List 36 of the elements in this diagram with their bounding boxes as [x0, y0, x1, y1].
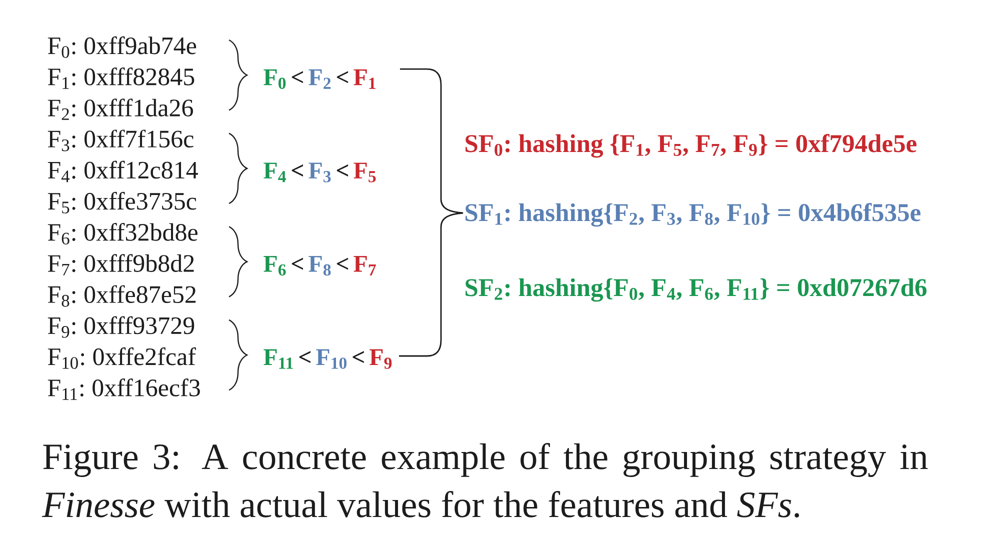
- less-than-sign: <: [292, 71, 303, 84]
- feature-value: F$_{10}$: 0xffe2fcaf: [48, 347, 196, 369]
- feature-value: F$_{7}$: 0xfff9b8d2: [48, 254, 194, 276]
- feature-value: F$_{1}$: 0xfff82845: [48, 68, 194, 89]
- feature-label: F$_{3}$: [308, 162, 331, 182]
- feature-label: F$_{8}$: [308, 256, 331, 276]
- feature-label: F$_{1}$: [354, 69, 376, 89]
- feature-value: F$_{5}$: 0xffe3735c: [48, 192, 196, 214]
- less-than-sign: <: [336, 258, 348, 270]
- feature-label: F$_{5}$: [354, 162, 376, 182]
- feature-value: F$_{11}$: 0xff16ecf3: [48, 378, 200, 400]
- hash-formula: SF$_{1}$: hashing{F$_{2}$, F$_{3}$, F$_{8}$, F$_{10}$} = 0x4b6f535e: [466, 203, 920, 227]
- less-than-sign: <: [336, 71, 348, 84]
- less-than-sign: <: [299, 351, 310, 364]
- feature-value: F$_{9}$: 0xfff93729: [48, 316, 194, 338]
- feature-value: F$_{2}$: 0xfff1da26: [48, 98, 193, 120]
- hash-formula: SF$_{2}$: hashing{F$_{0}$, F$_{4}$, F$_{6}$, F$_{11}$} = 0xd07267d6: [466, 278, 926, 302]
- less-than-sign: <: [352, 351, 364, 364]
- feature-label: F$_{2}$: [308, 69, 331, 89]
- less-than-sign: <: [336, 164, 348, 176]
- hash-formula: SF$_{0}$: hashing {F$_{1}$, F$_{5}$, F$_{7}$, F$_{9}$} = 0xf794de5e: [466, 134, 916, 158]
- figure-caption: Figure 3: A concrete example of the grouping strategy in Finesse with actual values for the features and SFs.: [42, 442, 928, 518]
- feature-label: F$_{10}$: [316, 349, 347, 369]
- feature-value: F$_{0}$: 0xff9ab74e: [48, 36, 196, 58]
- feature-value: F$_{3}$: 0xff7f156c: [48, 130, 194, 152]
- feature-label: F$_{0}$: [264, 69, 286, 89]
- feature-label: F$_{11}$: [264, 349, 293, 369]
- feature-label: F$_{6}$: [264, 256, 286, 276]
- feature-label: F$_{7}$: [354, 256, 376, 276]
- less-than-sign: <: [292, 258, 303, 270]
- feature-label: F$_{4}$: [264, 162, 286, 182]
- feature-value: F$_{4}$: 0xff12c814: [48, 160, 198, 182]
- feature-value: F$_{6}$: 0xff32bd8e: [48, 223, 198, 244]
- less-than-sign: <: [292, 164, 303, 176]
- feature-label: F$_{9}$: [370, 349, 392, 369]
- feature-value: F$_{8}$: 0xffe87e52: [48, 285, 196, 307]
